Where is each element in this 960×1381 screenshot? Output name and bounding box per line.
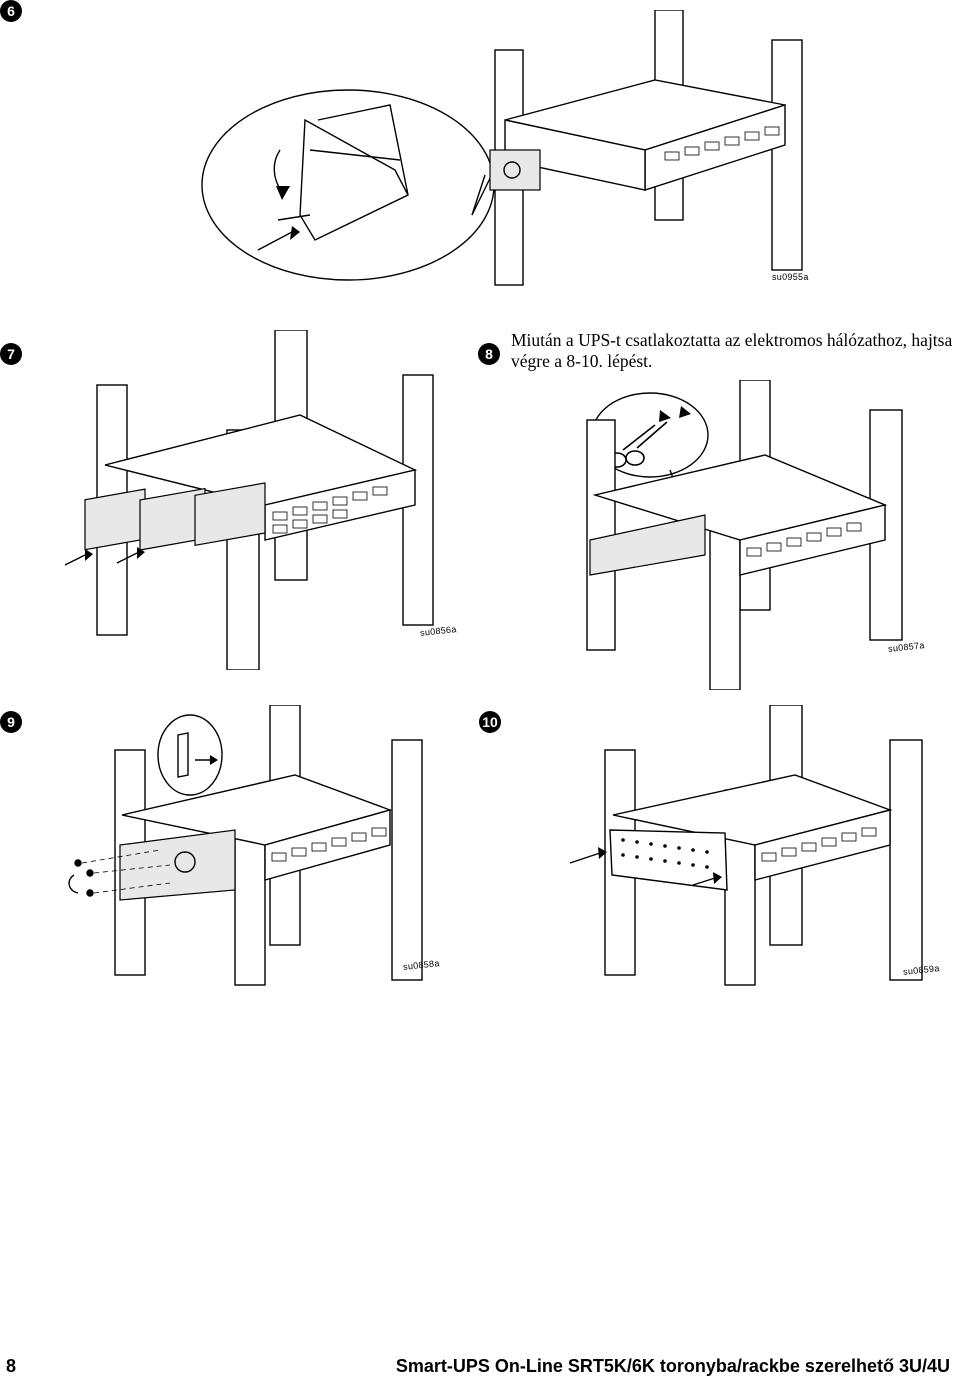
vent-holes (664, 126, 780, 161)
document-title: Smart-UPS On-Line SRT5K/6K toronyba/rack… (395, 1356, 950, 1376)
step-10-badge: 10 (479, 711, 501, 733)
step-10-figure: su0859a (565, 705, 940, 990)
battery-packs (84, 482, 266, 551)
step-6-figure: su0955a (200, 10, 820, 300)
arrow-icon (85, 549, 93, 561)
arrow-icon (137, 547, 145, 559)
step-7-figure: su0856a (55, 330, 457, 670)
step-7-badge: 7 (0, 343, 22, 365)
arrow-icon (679, 406, 691, 418)
front-bezel (609, 829, 728, 891)
arrow-icon (713, 872, 722, 884)
step-6-badge: 6 (0, 0, 22, 22)
screw-icon (74, 859, 94, 897)
rotate-arrow-icon (68, 874, 79, 894)
rack-unit-illustration (68, 705, 423, 986)
step-8-badge: 8 (478, 343, 500, 365)
step-9-figure: su0858a (60, 705, 440, 990)
arrow-icon (659, 410, 671, 422)
page-number: 8 (6, 1356, 17, 1376)
rack-unit-illustration (201, 10, 803, 286)
figure-code-6: su0955a (772, 272, 809, 282)
magnifier-callout (157, 714, 223, 796)
step-8-instruction: Miután a UPS-t csatlakoztatta az elektro… (511, 330, 953, 371)
bezel-vents (621, 838, 709, 869)
rack-unit-illustration (64, 330, 434, 670)
step-8-figure: su0857a (575, 380, 925, 690)
rack-unit-illustration (569, 705, 923, 986)
magnifier-callout (201, 89, 495, 281)
rack-unit-illustration (586, 380, 903, 690)
step-9-badge: 9 (0, 711, 22, 733)
arrow-icon (598, 847, 607, 859)
arrow-icon (210, 755, 218, 765)
